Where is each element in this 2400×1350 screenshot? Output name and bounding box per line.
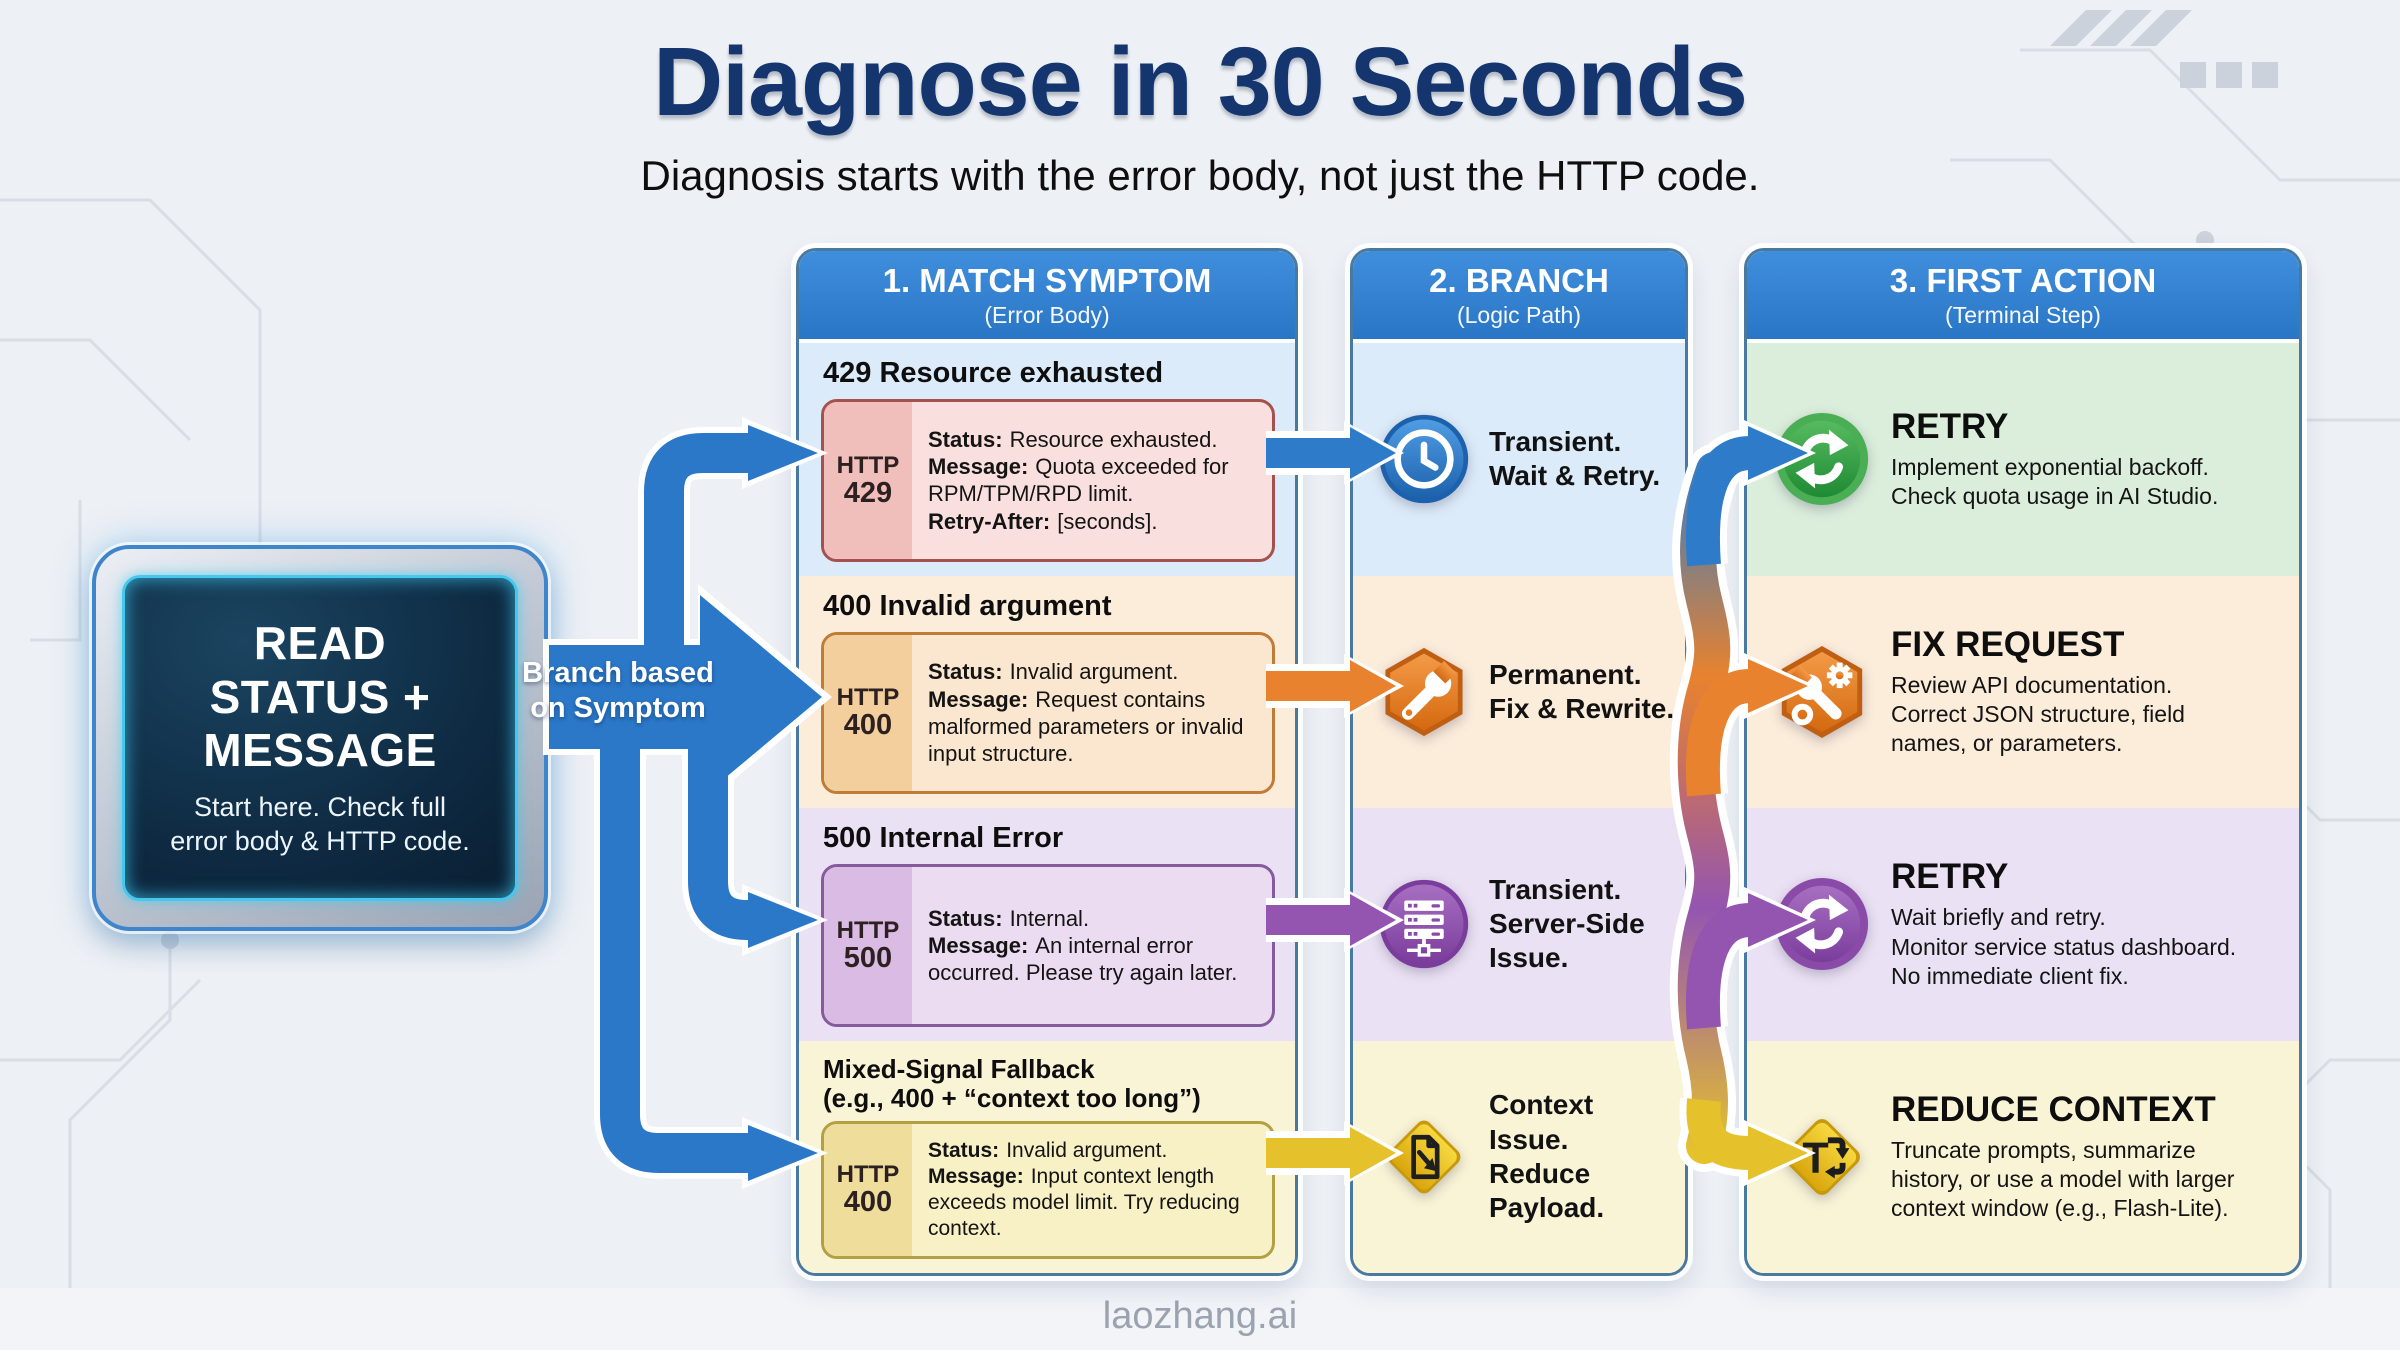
error-field: Message:Quota exceeded for RPM/TPM/RPD l…: [928, 454, 1229, 507]
branch-arrow-label: Branch based on Symptom: [522, 657, 714, 724]
panel-match-symptom: 1. MATCH SYMPTOM (Error Body) 429 Resour…: [796, 248, 1298, 1276]
error-card-400: HTTP 400 Status:Invalid argument. Messag…: [821, 631, 1275, 794]
retry-refresh-icon: [1775, 878, 1869, 971]
symptom-row-500: 500 Internal Error HTTP 500 Status:Inter…: [799, 808, 1295, 1041]
start-node-screen: READ STATUS + MESSAGE Start here. Check …: [122, 575, 518, 901]
action-desc: Wait briefly and retry. Monitor service …: [1891, 904, 2237, 989]
server-icon: [1379, 880, 1469, 969]
error-field: Status:Invalid argument.: [928, 1138, 1168, 1162]
error-card-body-400: Status:Invalid argument. Message:Request…: [912, 635, 1272, 791]
branch-row-permanent-fix: Permanent. Fix & Rewrite.: [1353, 575, 1685, 808]
page-subtitle: Diagnosis starts with the error body, no…: [640, 152, 1760, 199]
panel-header-branch: 2. BRANCH (Logic Path): [1353, 251, 1685, 343]
action-title: REDUCE CONTEXT: [1891, 1089, 2216, 1129]
error-field: Message:Request contains malformed param…: [928, 686, 1244, 767]
http-code: 500: [843, 941, 893, 974]
action-row-retry-429: RETRY Implement exponential backoff. Che…: [1747, 343, 2299, 576]
http-label: HTTP: [836, 916, 900, 944]
symptom-heading-500: 500 Internal Error: [823, 822, 1064, 854]
branch-row-transient-retry: Transient. Wait & Retry.: [1353, 343, 1685, 576]
http-code-chip-429: HTTP 429: [824, 402, 912, 559]
panel-title: 3. FIRST ACTION: [1889, 261, 2157, 299]
symptom-heading-429: 429 Resource exhausted: [823, 357, 1164, 389]
error-card-body-mixed: Status:Invalid argument. Message:Input c…: [912, 1124, 1272, 1256]
error-field: Message:An internal error occurred. Plea…: [928, 932, 1238, 986]
http-code-chip-500: HTTP 500: [824, 867, 912, 1024]
error-card-mixed: HTTP 400 Status:Invalid argument. Messag…: [821, 1120, 1275, 1259]
start-node-subtitle: Start here. Check full error body & HTTP…: [170, 792, 470, 857]
error-field: Status:Resource exhausted.: [928, 426, 1218, 452]
panel-header-first-action: 3. FIRST ACTION (Terminal Step): [1747, 251, 2299, 343]
branch-row-server-side: Transient. Server-Side Issue.: [1353, 808, 1685, 1041]
clock-icon: [1379, 415, 1469, 504]
watermark: laozhang.ai: [1102, 1295, 1298, 1337]
action-text: FIX REQUEST Review API documentation. Co…: [1891, 625, 2185, 759]
panel-first-action: 3. FIRST ACTION (Terminal Step) RETRY Im…: [1744, 248, 2302, 1276]
http-code: 400: [843, 709, 893, 742]
http-label: HTTP: [836, 684, 900, 712]
action-title: RETRY: [1891, 406, 2009, 446]
action-desc: Review API documentation. Correct JSON s…: [1891, 671, 2185, 757]
svg-text:T: T: [1802, 1134, 1828, 1182]
action-row-retry-500: RETRY Wait briefly and retry. Monitor se…: [1747, 808, 2299, 1041]
http-code-chip-400: HTTP 400: [824, 634, 912, 791]
action-row-reduce-context: T REDUCE CONTEXT Truncate prompts, summa…: [1747, 1040, 2299, 1273]
panel-subtitle: (Logic Path): [1456, 301, 1581, 328]
error-card-body-429: Status:Resource exhausted. Message:Quota…: [912, 402, 1272, 558]
reduce-context-icon: T: [1784, 1118, 1860, 1195]
panel-title: 2. BRANCH: [1429, 261, 1609, 299]
branch-label: Permanent. Fix & Rewrite.: [1489, 658, 1675, 724]
footer-band: [0, 1288, 2400, 1350]
action-row-fix-request: FIX REQUEST Review API documentation. Co…: [1747, 575, 2299, 808]
panel-subtitle: (Terminal Step): [1945, 301, 2101, 328]
action-text: REDUCE CONTEXT Truncate prompts, summari…: [1891, 1090, 2234, 1224]
branch-label: Context Issue. Reduce Payload.: [1489, 1089, 1605, 1223]
action-desc: Truncate prompts, summarize history, or …: [1891, 1136, 2235, 1222]
error-card-429: HTTP 429 Status:Resource exhausted. Mess…: [821, 399, 1275, 562]
http-code: 400: [843, 1186, 893, 1219]
symptom-heading-mixed: Mixed-Signal Fallback (e.g., 400 + “cont…: [823, 1053, 1201, 1113]
wrench-icon: [1385, 647, 1463, 736]
page-title: Diagnose in 30 Seconds: [653, 27, 1748, 136]
action-text: RETRY Wait briefly and retry. Monitor se…: [1891, 857, 2236, 991]
panel-title: 1. MATCH SYMPTOM: [882, 261, 1212, 299]
http-label: HTTP: [836, 451, 900, 479]
error-card-body-500: Status:Internal. Message:An internal err…: [912, 867, 1272, 1023]
branch-row-context-issue: Context Issue. Reduce Payload.: [1353, 1040, 1685, 1273]
http-code: 429: [843, 476, 893, 509]
action-text: RETRY Implement exponential backoff. Che…: [1891, 407, 2218, 512]
error-field: Status:Internal.: [928, 905, 1090, 931]
http-code-chip-mixed: HTTP 400: [824, 1123, 912, 1256]
error-card-500: HTTP 500 Status:Internal. Message:An int…: [821, 864, 1275, 1027]
panel-subtitle: (Error Body): [984, 301, 1110, 328]
panel-branch: 2. BRANCH (Logic Path) Transient. Wait &…: [1350, 248, 1688, 1276]
error-field: Status:Invalid argument.: [928, 659, 1179, 685]
symptom-row-mixed: Mixed-Signal Fallback (e.g., 400 + “cont…: [799, 1040, 1295, 1273]
branch-label: Transient. Server-Side Issue.: [1489, 874, 1645, 974]
symptom-row-400: 400 Invalid argument HTTP 400 Status:Inv…: [799, 575, 1295, 808]
http-label: HTTP: [836, 1161, 900, 1189]
action-desc: Implement exponential backoff. Check quo…: [1891, 453, 2219, 510]
start-node: READ STATUS + MESSAGE Start here. Check …: [92, 545, 548, 931]
action-title: RETRY: [1891, 857, 2009, 897]
reduce-doc-icon: [1387, 1120, 1461, 1194]
retry-refresh-icon: [1775, 413, 1869, 506]
symptom-heading-400: 400 Invalid argument: [823, 589, 1112, 622]
panel-header-match-symptom: 1. MATCH SYMPTOM (Error Body): [799, 251, 1295, 343]
error-field: Retry-After:[seconds].: [928, 508, 1158, 534]
start-node-title: READ STATUS + MESSAGE: [203, 617, 437, 776]
symptom-row-429: 429 Resource exhausted HTTP 429 Status:R…: [799, 343, 1295, 576]
branch-label: Transient. Wait & Retry.: [1489, 426, 1661, 492]
action-title: FIX REQUEST: [1891, 624, 2125, 664]
fix-tools-icon: [1781, 645, 1863, 738]
error-field: Message:Input context length exceeds mod…: [928, 1164, 1240, 1240]
